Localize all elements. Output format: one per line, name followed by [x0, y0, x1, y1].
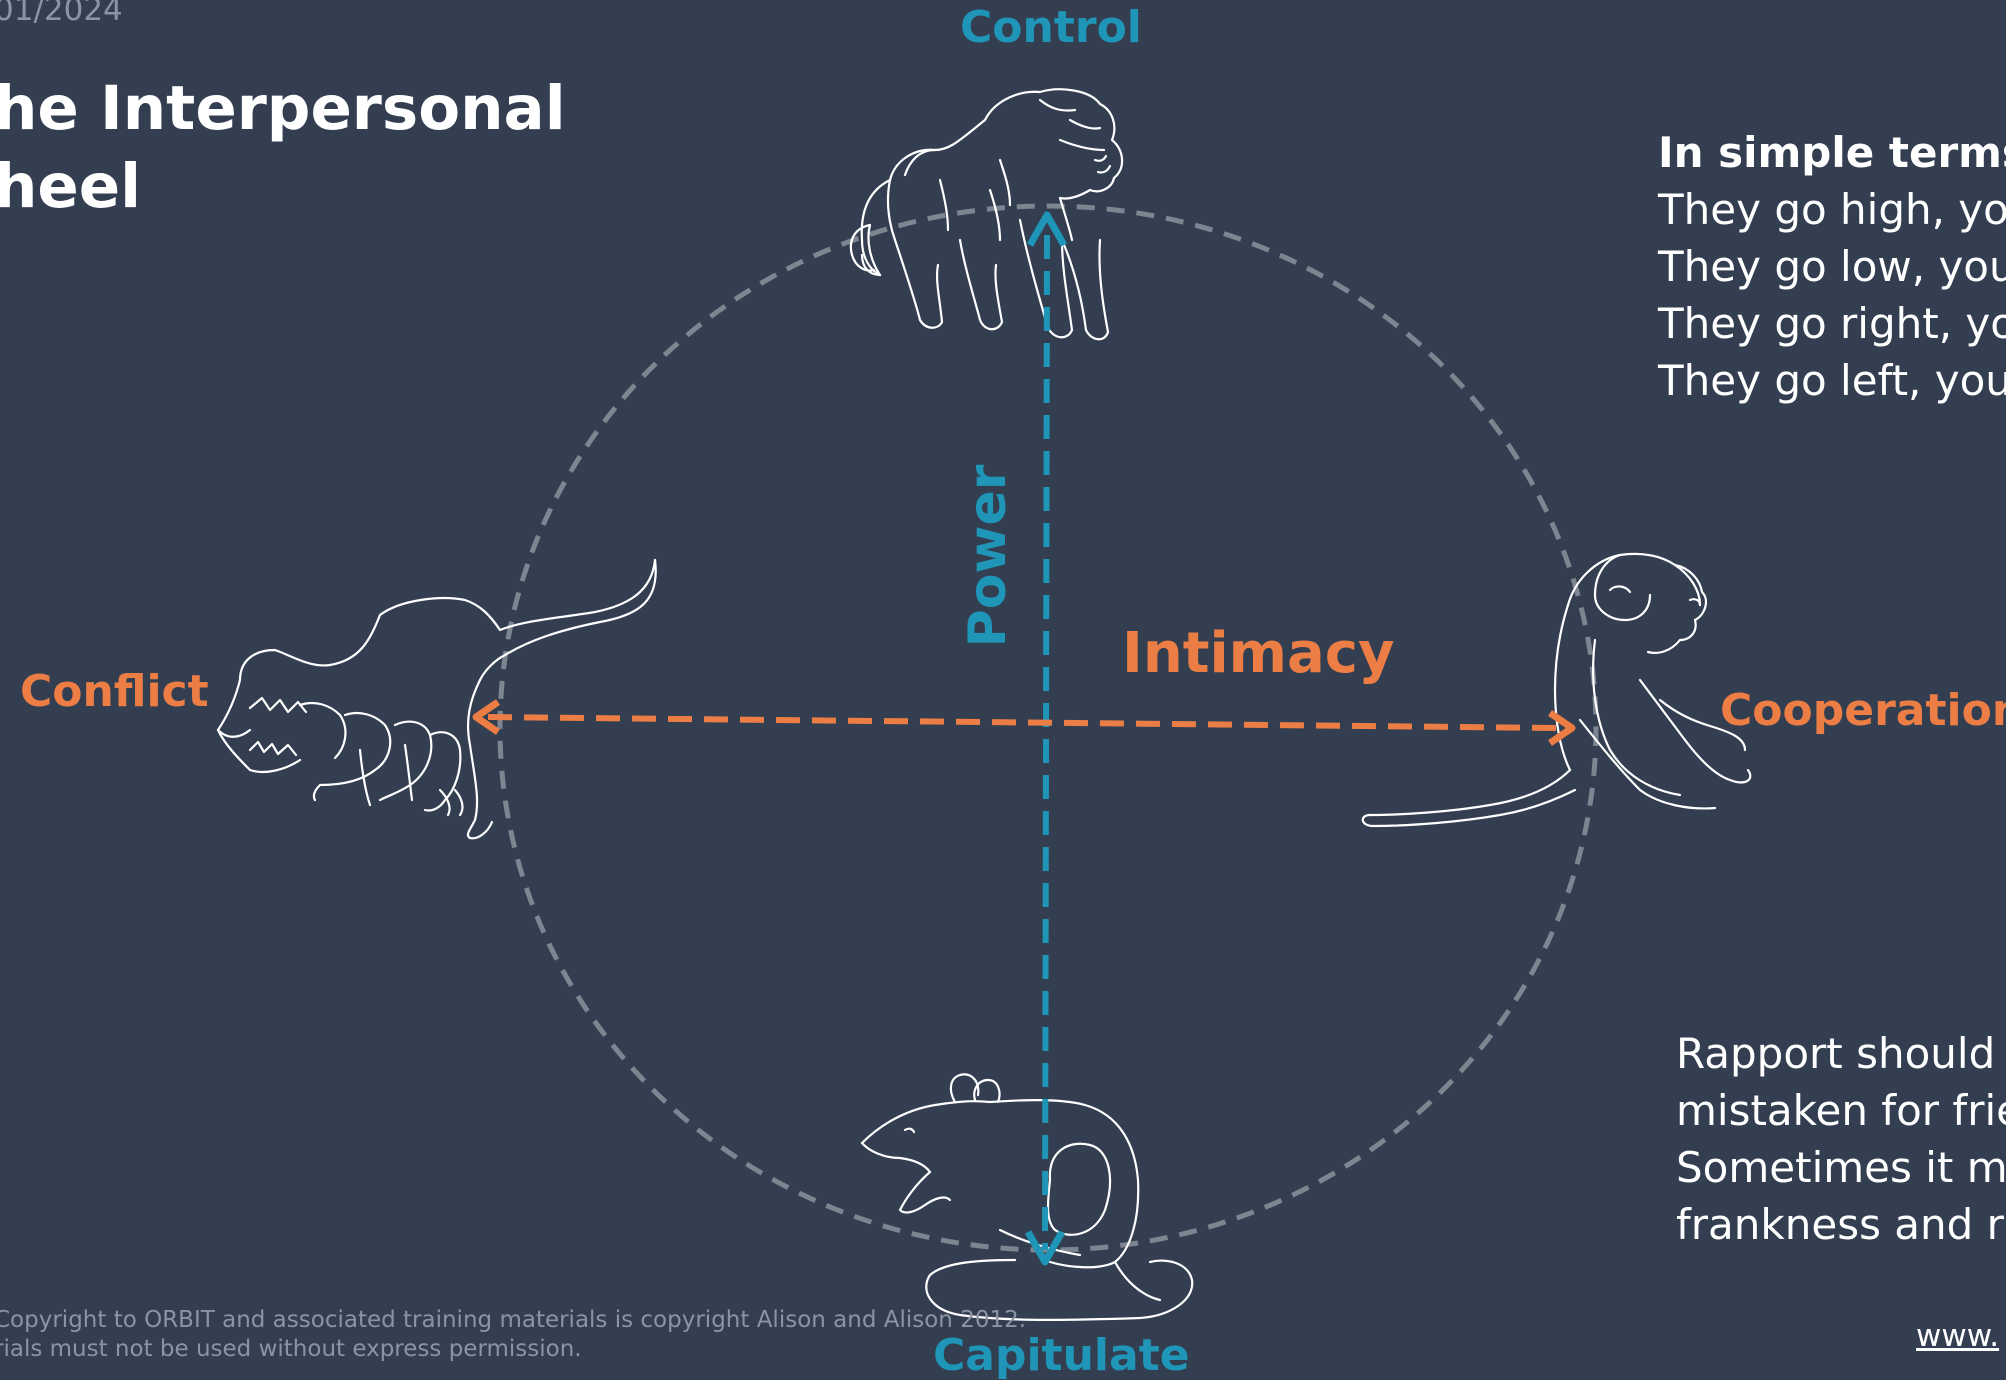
- lion-icon: [849, 88, 1124, 341]
- website-link[interactable]: www.: [1916, 1318, 2000, 1354]
- rapport-line: Rapport should: [1676, 1029, 1996, 1078]
- power-arrow-up: [1026, 211, 1068, 247]
- t-rex-icon: [216, 558, 657, 840]
- rapport-line: mistaken for frie: [1676, 1086, 2006, 1135]
- rapport-line: Sometimes it m: [1676, 1143, 2006, 1192]
- slide-title: he Interpersonal heel: [0, 70, 566, 226]
- title-line-2: heel: [0, 151, 142, 222]
- capitulate-label: Capitulate: [933, 1330, 1190, 1380]
- cooperation-label: Cooperation: [1720, 685, 2006, 736]
- copyright-line-1: Copyright to ORBIT and associated traini…: [0, 1307, 1027, 1333]
- intimacy-arrow-right: [1548, 710, 1576, 746]
- power-arrow-down: [1024, 1230, 1066, 1266]
- simple-terms-block: In simple terms: They go high, yo They g…: [1658, 124, 2006, 409]
- copyright-footer: Copyright to ORBIT and associated traini…: [0, 1306, 1026, 1364]
- rapport-line: frankness and r: [1676, 1200, 2004, 1249]
- monkey-icon: [1361, 552, 1752, 828]
- intimacy-axis: [472, 699, 1576, 746]
- title-line-1: he Interpersonal: [0, 73, 566, 144]
- intimacy-axis-label: Intimacy: [1122, 621, 1395, 686]
- copyright-line-2: rials must not be used without express p…: [0, 1336, 582, 1362]
- simple-terms-line: They go right, yo: [1658, 299, 2006, 348]
- intimacy-arrow-left: [472, 699, 500, 735]
- power-axis: [1024, 211, 1068, 1266]
- simple-terms-line: They go low, you: [1658, 242, 2006, 291]
- simple-terms-heading: In simple terms:: [1658, 128, 2006, 177]
- simple-terms-line: They go high, yo: [1658, 185, 2006, 234]
- control-label: Control: [960, 2, 1142, 53]
- power-axis-label: Power: [958, 464, 1018, 648]
- slide-date: 01/2024: [0, 0, 123, 28]
- rat-icon: [860, 1073, 1194, 1321]
- simple-terms-line: They go left, you: [1658, 356, 2006, 405]
- rapport-note: Rapport should mistaken for frie Sometim…: [1676, 1025, 2006, 1253]
- conflict-label: Conflict: [20, 666, 209, 717]
